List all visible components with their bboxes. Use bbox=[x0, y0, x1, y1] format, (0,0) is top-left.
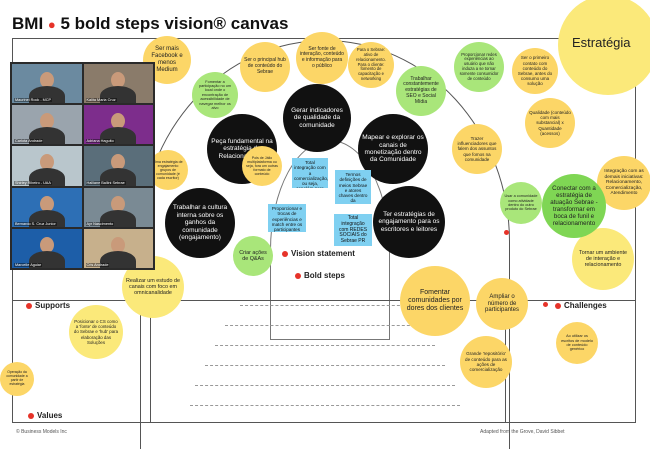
marker-dot-icon bbox=[504, 230, 509, 235]
participant-name: Bernardo S. Cruz Junior bbox=[14, 221, 57, 226]
canvas-title: BMI ● 5 bold steps vision® canvas bbox=[12, 14, 288, 34]
bullet-icon bbox=[555, 302, 561, 309]
bullet-icon bbox=[26, 302, 32, 309]
vision-statement-label: Vision statement bbox=[282, 249, 355, 258]
video-tile[interactable]: Marcelle Aguiar bbox=[12, 228, 82, 268]
step-line bbox=[225, 325, 425, 326]
video-tile[interactable]: Adriana Haguito bbox=[83, 105, 153, 145]
idea-circle: Fomentar comunidades por dores dos clien… bbox=[400, 266, 470, 336]
strategy-circle bbox=[558, 0, 650, 95]
brand-logo: BMI bbox=[12, 14, 44, 33]
sticky-note: Total integração com a comercialização, … bbox=[292, 158, 328, 188]
step-line bbox=[240, 305, 410, 306]
idea-circle-green: Conectar com a estratégia de atuação Seb… bbox=[542, 174, 606, 238]
vision-circle: Gerar indicadores de qualidade da comuni… bbox=[283, 84, 351, 152]
marker-dot-icon bbox=[543, 302, 548, 307]
video-call-grid: Maurinei Rock - MCP Kalita Maria Cruz Ca… bbox=[10, 62, 155, 270]
participant-name: Maurinei Rock - MCP bbox=[14, 98, 53, 103]
participant-name: Kalita Maria Cruz bbox=[85, 98, 117, 103]
challenges-label: Challenges bbox=[555, 301, 607, 310]
sticky-note: Termos definições de meios Sebrae e ator… bbox=[335, 170, 371, 204]
left-divider bbox=[150, 300, 151, 423]
idea-circle: Trazer influenciadores que falem dos ass… bbox=[452, 124, 502, 174]
sticky-note: Proporcionar e trocas de experiências e … bbox=[268, 204, 306, 232]
video-tile[interactable]: Carlota Andrade bbox=[12, 105, 82, 145]
footer-copyright: © Business Models Inc bbox=[16, 429, 67, 435]
idea-circle: Tornar um ambiente de interação e relaci… bbox=[572, 228, 634, 290]
idea-circle: Grande 'repositório' de conteúdo para as… bbox=[460, 336, 512, 388]
participant-name: Carlota Andrade bbox=[14, 139, 44, 144]
idea-circle-green: Fomentar a participação no um local onde… bbox=[192, 72, 238, 118]
idea-circle: Para o Sebrae: ativo de relacionamento. … bbox=[348, 42, 394, 88]
participant-name: Cris Andrade bbox=[85, 263, 110, 267]
bullet-icon bbox=[28, 412, 34, 419]
idea-circle-green: Proporcionar redes experiências ao usuár… bbox=[454, 42, 504, 92]
bullet-icon bbox=[295, 272, 301, 279]
supports-label: Supports bbox=[26, 301, 70, 310]
participant-name: Halliane Ballini Sebrae bbox=[85, 180, 126, 185]
strategy-label-front: Estratégia bbox=[572, 35, 631, 50]
idea-circle: Qualidade (conteúdo com mais substancial… bbox=[525, 98, 575, 148]
step-line bbox=[190, 405, 460, 406]
step-line bbox=[205, 365, 445, 366]
vision-circle: Ter estratégias de engajamento para os e… bbox=[373, 186, 445, 258]
participant-name: Adriana Haguito bbox=[85, 139, 115, 144]
values-label: Values bbox=[28, 411, 62, 420]
video-tile[interactable]: Kalita Maria Cruz bbox=[83, 64, 153, 104]
idea-circle-green: Trabalhar constantemente estratégias de … bbox=[396, 66, 446, 116]
bold-steps-label: Bold steps bbox=[295, 271, 345, 280]
footer-credit: Adapted from the Grove, David Sibbet bbox=[480, 429, 565, 435]
idea-circle: Ser o primeiro contato com conteúdo do S… bbox=[512, 48, 558, 94]
video-tile[interactable]: Ayr Nascimento bbox=[83, 187, 153, 227]
video-tile[interactable]: Shirley Ribeiro - UAA bbox=[12, 146, 82, 186]
video-tile[interactable]: Maurinei Rock - MCP bbox=[12, 64, 82, 104]
step-line bbox=[215, 345, 435, 346]
idea-circle-green: Criar ações de Q&As bbox=[233, 236, 273, 276]
step-line bbox=[195, 385, 455, 386]
idea-circle: Pois de Jálio multiplataforma ou seja, f… bbox=[242, 146, 282, 186]
idea-circle: Posicionar o CS como a 'fonte' de conteú… bbox=[69, 305, 123, 359]
section-divider bbox=[12, 300, 636, 301]
participant-name: Ayr Nascimento bbox=[85, 221, 115, 226]
idea-circle: Integração com as demais iniciativas: Re… bbox=[597, 156, 650, 210]
brand-dot-icon: ● bbox=[47, 17, 56, 32]
vision-circle: Trabalhar a cultura interna sobre os gan… bbox=[165, 188, 235, 258]
video-tile[interactable]: Halliane Ballini Sebrae bbox=[83, 146, 153, 186]
idea-circle: Operação da comunidade a partir de estra… bbox=[0, 362, 34, 396]
idea-circle: Ser o principal hub de conteúdo do Sebra… bbox=[240, 42, 290, 92]
idea-circle-green: Usar a comunidade como atividade dentro … bbox=[500, 182, 542, 224]
video-tile[interactable]: Cris Andrade bbox=[83, 228, 153, 268]
title-text: 5 bold steps vision® canvas bbox=[60, 14, 289, 33]
idea-circle: Ser fonte de interação, conteúdo e infor… bbox=[296, 32, 348, 84]
participant-name: Shirley Ribeiro - UAA bbox=[14, 180, 52, 185]
idea-circle: Ampliar o número de participantes bbox=[476, 278, 528, 330]
sticky-note: Total integração com REDES SOCIAIS do Se… bbox=[334, 214, 372, 246]
participant-name: Marcelle Aguiar bbox=[14, 263, 43, 267]
idea-circle: Ao utilizar os escritos de modelo de con… bbox=[556, 322, 598, 364]
bullet-icon bbox=[282, 250, 288, 257]
video-tile[interactable]: Bernardo S. Cruz Junior bbox=[12, 187, 82, 227]
